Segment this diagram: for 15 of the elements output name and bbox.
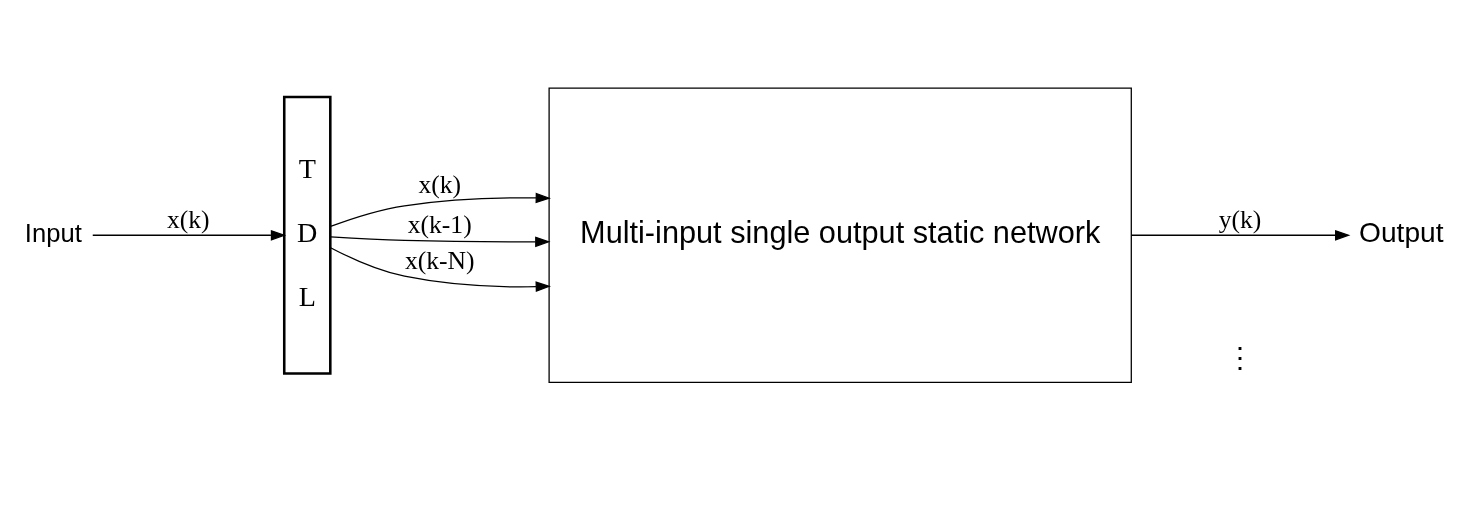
node-text: Input <box>24 218 82 247</box>
edge-label: x(k-1) <box>407 209 472 239</box>
node-box: Multi-input single output static network <box>548 87 1132 384</box>
arrow <box>92 229 287 241</box>
arrow <box>330 236 551 248</box>
arrow <box>329 247 551 293</box>
edge-label: x(k) <box>418 170 462 200</box>
node-text: Output <box>1359 217 1444 249</box>
edge-label: x(k-N) <box>404 245 475 275</box>
arrow <box>1130 229 1351 241</box>
node-box: T D L <box>282 95 332 375</box>
edge-label: x(k) <box>166 204 210 234</box>
label: ⋮ <box>1226 341 1255 373</box>
arrow <box>330 192 551 228</box>
edge-label: y(k) <box>1218 204 1262 234</box>
